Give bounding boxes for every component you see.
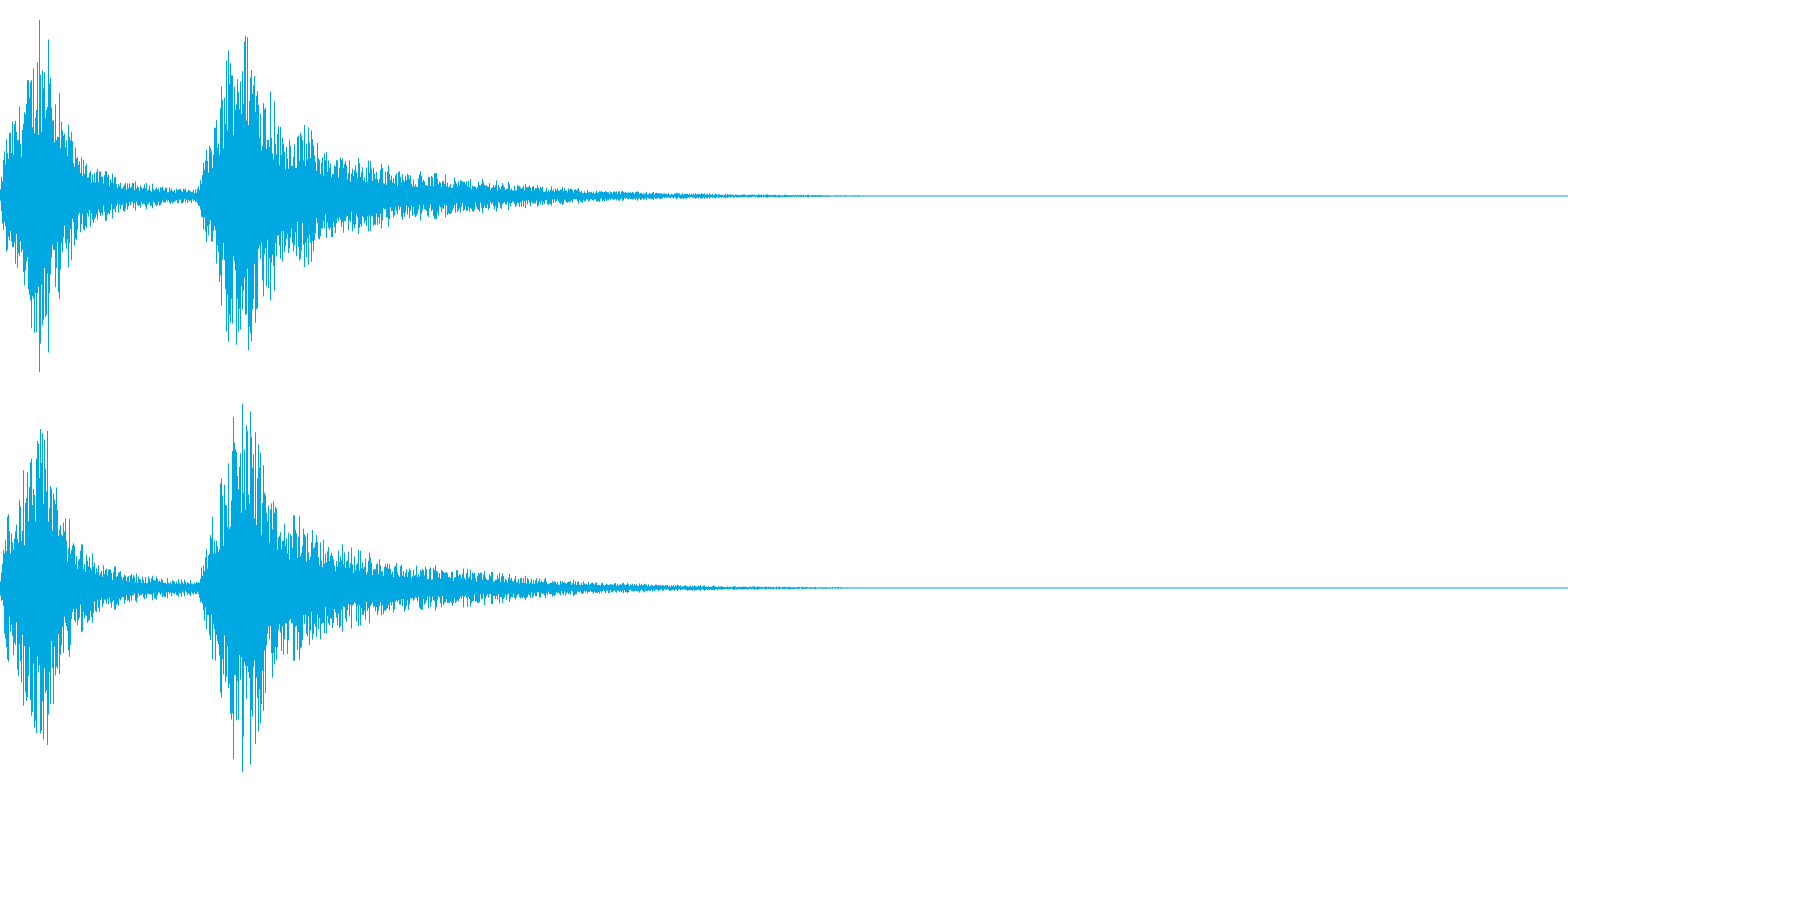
waveform-samples bbox=[0, 403, 877, 773]
waveform-samples bbox=[0, 20, 877, 372]
waveform-channel-right bbox=[0, 403, 1568, 773]
waveform-channel-left bbox=[0, 20, 1568, 372]
